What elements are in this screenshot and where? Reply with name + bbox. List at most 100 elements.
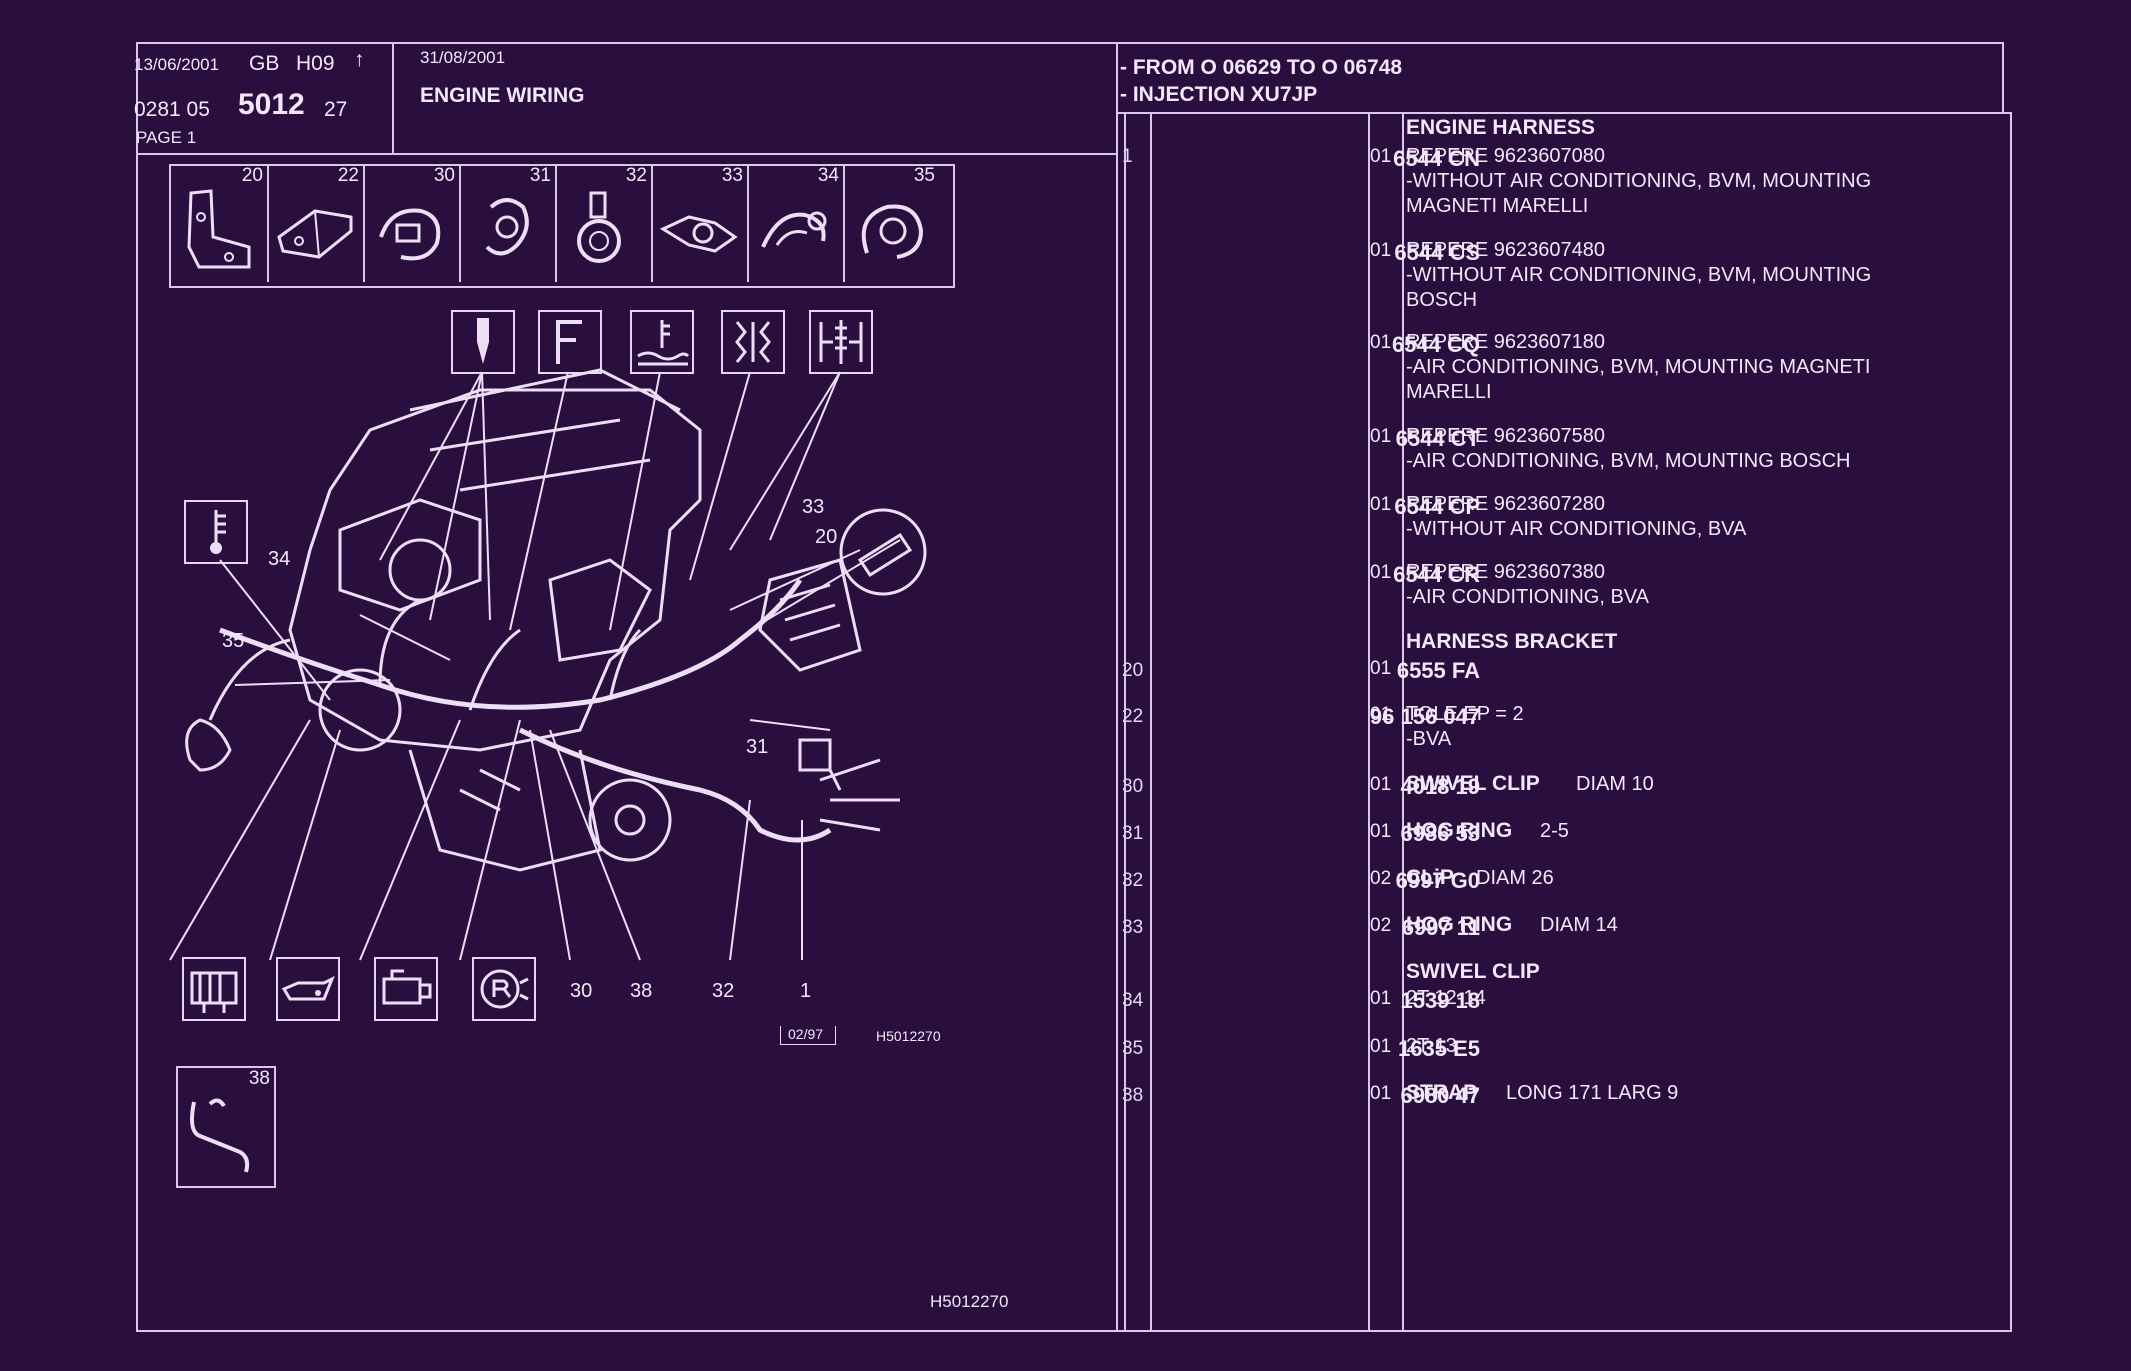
row-index: 32 bbox=[1122, 870, 1144, 891]
part-spec: DIAM 14 bbox=[1540, 914, 1618, 936]
lang-code: GB bbox=[249, 52, 280, 75]
callout-20: 20 bbox=[815, 526, 838, 548]
part-name: CLiP bbox=[1406, 866, 1454, 889]
part-quantity: 01 bbox=[1370, 988, 1392, 1009]
thumb-20[interactable]: 20 bbox=[171, 165, 269, 282]
part-reference: 6544 CQ bbox=[1391, 332, 1480, 357]
thumbnail-strip bbox=[169, 164, 955, 288]
desc-line: REPERE 9623607380 bbox=[1406, 561, 1606, 583]
page-code-bottom: H5012270 bbox=[930, 1292, 1009, 1311]
air-temp-symbol-icon bbox=[184, 500, 248, 564]
row-index: 38 bbox=[1122, 1085, 1144, 1106]
desc-line: MAGNETI MARELLI bbox=[1406, 195, 1589, 217]
thumb-31[interactable]: 31 bbox=[459, 165, 557, 282]
thumb-30[interactable]: 30 bbox=[363, 165, 461, 282]
desc-line: -AIR CONDITIONING, BVM, MOUNTING BOSCH bbox=[1406, 450, 1851, 472]
part-reference: 6986 53 bbox=[1400, 821, 1480, 846]
part-reference: 6980 47 bbox=[1400, 1083, 1480, 1108]
desc-line: -WITHOUT AIR CONDITIONING, BVM, MOUNTING bbox=[1406, 170, 1872, 192]
part-reference: 4018 19 bbox=[1400, 774, 1480, 799]
section-code: H09 bbox=[296, 52, 335, 75]
divider-vertical bbox=[1116, 42, 1118, 1332]
thumb-34[interactable]: 34 bbox=[747, 165, 845, 282]
swivel-clip-icon bbox=[761, 211, 827, 248]
date-right: 31/08/2001 bbox=[420, 48, 506, 67]
diagram-stamp-box bbox=[780, 1026, 836, 1045]
alternator-symbol-icon bbox=[472, 957, 536, 1021]
part-quantity: 01 bbox=[1370, 774, 1392, 795]
thumb-label: 35 bbox=[913, 165, 935, 186]
frame-bottom bbox=[136, 1330, 2012, 1332]
thumb-label: 32 bbox=[625, 165, 647, 186]
row-index: 35 bbox=[1122, 1038, 1144, 1059]
desc-line: -WITHOUT AIR CONDITIONING, BVA bbox=[1406, 518, 1747, 540]
thumb-label: 30 bbox=[433, 165, 455, 186]
part-reference: 6544 CR bbox=[1393, 562, 1480, 587]
fuse-box-symbol-icon bbox=[182, 957, 246, 1021]
part-quantity: 01 bbox=[1370, 704, 1392, 725]
part-description: TOLE EP = 2 -BVA bbox=[1406, 702, 1524, 752]
row-index: 1 bbox=[1122, 146, 1133, 167]
thumb-label: 22 bbox=[337, 165, 359, 186]
part-quantity: 01 bbox=[1370, 821, 1392, 842]
engine-diagram bbox=[185, 368, 927, 872]
part-description: REPERE 9623607480 -WITHOUT AIR CONDITION… bbox=[1406, 238, 1871, 313]
col-idx-line bbox=[1150, 112, 1152, 1330]
desc-line: REPERE 9623607480 bbox=[1406, 239, 1606, 261]
desc-line: -AIR CONDITIONING, BVM, MOUNTING MAGNETI bbox=[1406, 356, 1871, 378]
col-qty-line bbox=[1402, 112, 1404, 1330]
diagram-code: H5012270 bbox=[876, 1028, 941, 1044]
part-description: REPERE 9623607580 -AIR CONDITIONING, BVM… bbox=[1406, 424, 1850, 474]
swivel-clip-icon bbox=[379, 208, 441, 261]
page-title: ENGINE WIRING bbox=[420, 84, 585, 107]
fuel-symbol-icon bbox=[538, 310, 602, 374]
part-description: REPERE 9623607180 -AIR CONDITIONING, BVM… bbox=[1406, 330, 1870, 405]
swivel-clip-icon bbox=[861, 204, 924, 259]
ref-main: 5012 bbox=[238, 88, 305, 121]
part-quantity: 01 bbox=[1370, 562, 1392, 583]
callout-1: 1 bbox=[800, 980, 812, 1002]
col-ref-line bbox=[1368, 112, 1370, 1330]
serial-range: - FROM O 06629 TO O 06748 bbox=[1120, 56, 1403, 79]
date-left: 13/06/2001 bbox=[134, 55, 220, 74]
part-reference: 1539 18 bbox=[1400, 988, 1480, 1013]
thumb-label: 34 bbox=[817, 165, 839, 186]
part-reference: 1635 E5 bbox=[1398, 1036, 1480, 1061]
bracket-icon bbox=[187, 189, 251, 269]
thumb-22[interactable]: 22 bbox=[267, 165, 365, 282]
row-index: 34 bbox=[1122, 990, 1144, 1011]
callout-38: 38 bbox=[630, 980, 653, 1002]
ref-suffix: 27 bbox=[324, 98, 348, 121]
part-description: 2T 13 bbox=[1406, 1034, 1457, 1059]
part-reference: 6544 CT bbox=[1395, 426, 1480, 451]
frame-left bbox=[136, 42, 138, 1332]
desc-line: BOSCH bbox=[1406, 289, 1478, 311]
part-quantity: 02 bbox=[1370, 868, 1392, 889]
row-index: 30 bbox=[1122, 776, 1144, 797]
row-index: 33 bbox=[1122, 917, 1144, 938]
part-name: STRAP bbox=[1406, 1081, 1478, 1104]
callout-31: 31 bbox=[746, 736, 769, 758]
part-reference: 6544 CP bbox=[1394, 494, 1480, 519]
desc-line: -BVA bbox=[1406, 728, 1452, 750]
oil-pressure-symbol-icon bbox=[276, 957, 340, 1021]
inset-label: 38 bbox=[248, 1068, 270, 1089]
frame-top bbox=[136, 42, 2002, 44]
callout-30: 30 bbox=[570, 980, 593, 1002]
desc-line: 2T 12-14 bbox=[1406, 987, 1486, 1009]
header-divider-mid bbox=[392, 42, 394, 155]
thumb-35[interactable]: 35 bbox=[843, 165, 939, 282]
thumb-32[interactable]: 32 bbox=[555, 165, 653, 282]
row-index: 31 bbox=[1122, 823, 1144, 844]
part-name: HOG RING bbox=[1406, 913, 1513, 936]
part-spec: DIAM 10 bbox=[1576, 773, 1654, 795]
callout-35: 35 bbox=[222, 630, 245, 652]
part-description: REPERE 9623607380 -AIR CONDITIONING, BVA bbox=[1406, 560, 1649, 610]
desc-line: 2T 13 bbox=[1406, 1035, 1457, 1057]
thumb-33[interactable]: 33 bbox=[651, 165, 749, 282]
desc-line: MARELLI bbox=[1406, 381, 1492, 403]
thumb-label: 20 bbox=[241, 165, 263, 186]
callout-34: 34 bbox=[268, 548, 291, 570]
thumb-label: 33 bbox=[721, 165, 743, 186]
part-quantity: 01 bbox=[1370, 1083, 1392, 1104]
